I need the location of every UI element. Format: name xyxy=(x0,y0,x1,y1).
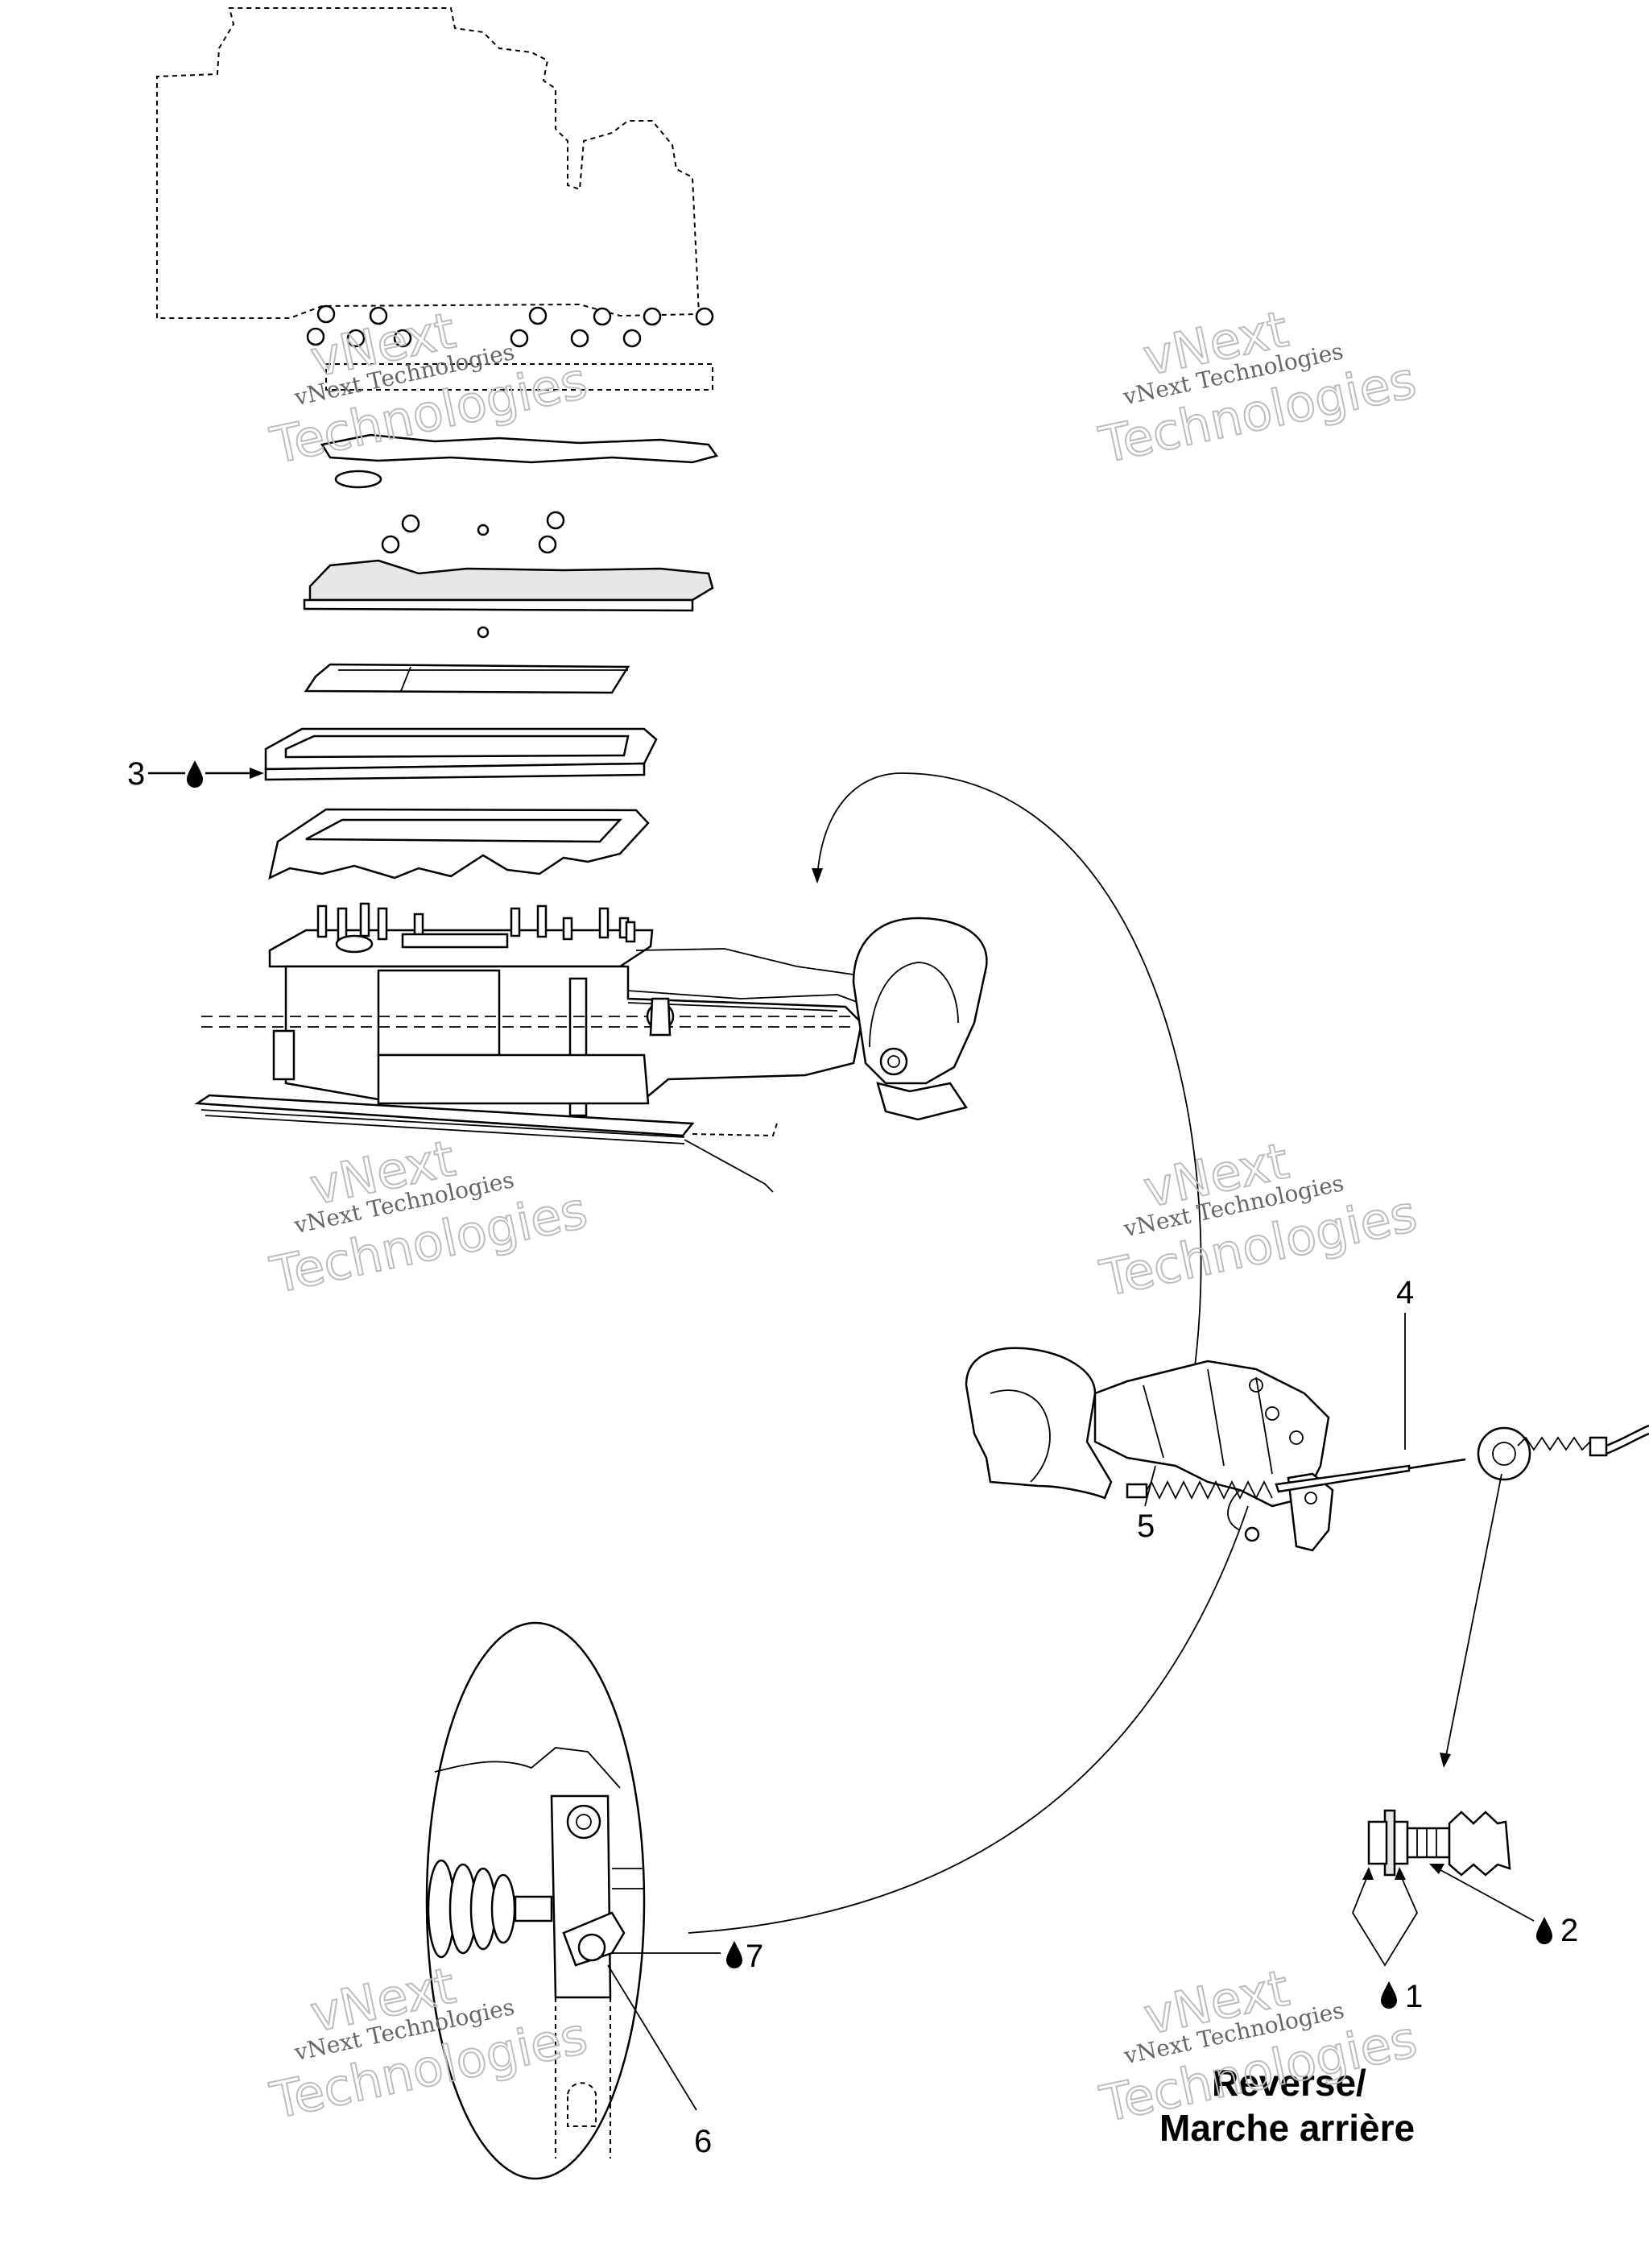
callout-4: 4 xyxy=(1396,1275,1414,1450)
reverse-assembly-lower xyxy=(965,1347,1649,1552)
callout-2-label: 2 xyxy=(1560,1913,1578,1948)
oil-drop-icon xyxy=(726,1941,742,1968)
callout-5: 5 xyxy=(1137,1465,1156,1544)
flat-gasket xyxy=(304,663,630,694)
callout-2: 2 xyxy=(1429,1864,1578,1948)
detail-pointer xyxy=(1444,1473,1502,1761)
title-line-1: Reverse/ xyxy=(1212,2062,1366,2104)
plate-nuts xyxy=(381,511,565,554)
reverse-assembly-upper xyxy=(194,902,988,1193)
section-title: Reverse/ Marche arrière xyxy=(1159,2062,1415,2149)
watermark-top-right: vNext vNext Technologies Technologies xyxy=(1093,299,1422,476)
mounting-nuts xyxy=(306,304,714,348)
cable-item-4 xyxy=(1477,1424,1649,1481)
bellows-boot xyxy=(427,1859,553,1959)
rubber-seal xyxy=(268,808,650,880)
oil-drop-icon xyxy=(1381,1981,1397,2009)
mounting-plate xyxy=(303,559,714,639)
detail-link xyxy=(688,1505,1249,1934)
callout-1: 1 xyxy=(1351,1867,1423,2014)
oval-detail-view xyxy=(425,1621,646,2180)
callout-6-label: 6 xyxy=(694,2124,712,2159)
cable-fitting-detail xyxy=(1367,1809,1511,1877)
callout-7: 7 xyxy=(612,1939,763,1974)
gasket xyxy=(320,433,719,489)
callout-3-label: 3 xyxy=(127,756,145,792)
watermark-bottom-right: vNext vNext Technologies Technologies xyxy=(1094,1957,1423,2134)
callout-4-label: 4 xyxy=(1396,1275,1414,1310)
spring-item-5 xyxy=(1143,1480,1273,1500)
engine-base-plate xyxy=(325,363,713,391)
title-line-2: Marche arrière xyxy=(1159,2107,1415,2149)
reference-arrow xyxy=(816,772,1202,1390)
oil-drop-icon xyxy=(187,760,203,788)
studs xyxy=(316,902,636,943)
oil-drop-icon xyxy=(1536,1917,1552,1944)
callout-1-label: 1 xyxy=(1405,1979,1423,2014)
engine-outline xyxy=(156,7,701,319)
callout-6: 6 xyxy=(607,1964,712,2159)
watermark-mid-left: vNext vNext Technologies Technologies xyxy=(265,1128,593,1306)
gasket-frame-item-3 xyxy=(264,727,658,781)
callout-5-label: 5 xyxy=(1137,1509,1155,1544)
callout-7-label: 7 xyxy=(746,1939,763,1974)
callout-3: 3 xyxy=(127,756,264,792)
watermark-mid-right: vNext vNext Technologies Technologies xyxy=(1094,1130,1423,1309)
